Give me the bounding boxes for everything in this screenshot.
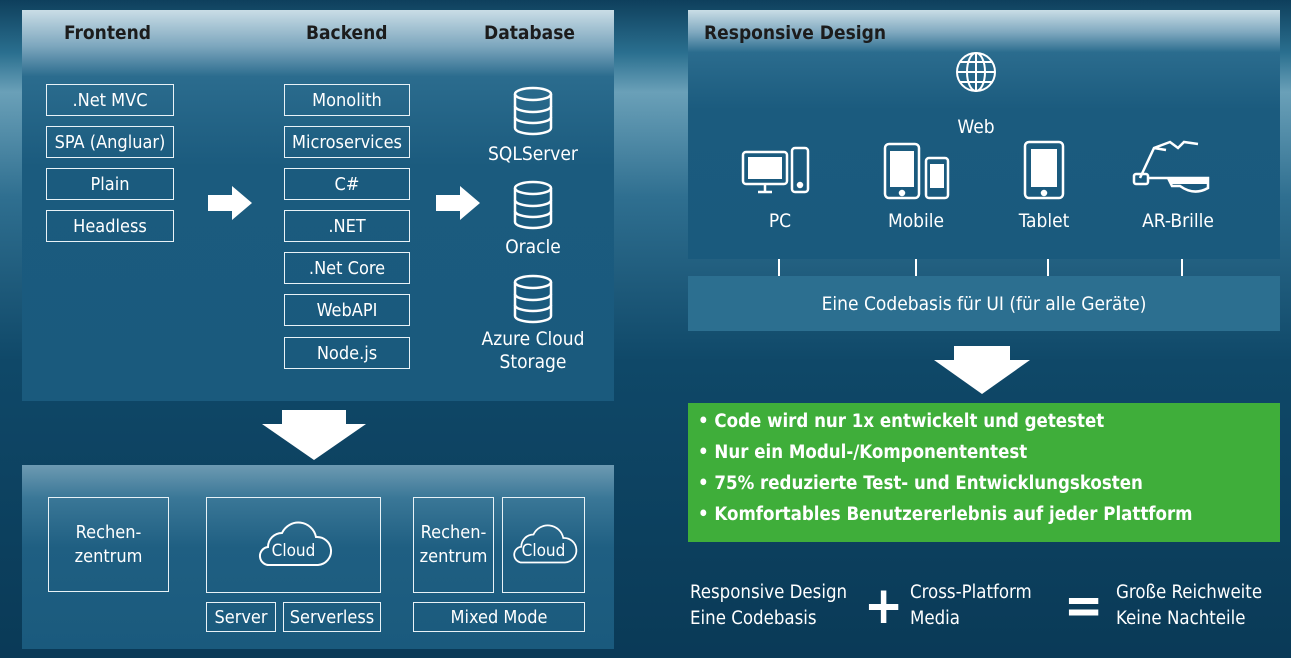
connector-line: [915, 259, 917, 276]
backend-item: .Net Core: [284, 252, 410, 284]
backend-item: WebAPI: [284, 294, 410, 326]
database-label: Azure Cloud: [481, 328, 585, 350]
mixed-mode-box: Mixed Mode: [413, 602, 585, 632]
equation-text: Media: [910, 608, 960, 629]
arrow-down-icon: [262, 410, 366, 460]
benefit-item: • Nur ein Modul-/Komponententest: [698, 442, 1028, 463]
backend-item: Monolith: [284, 84, 410, 116]
database-label: Oracle: [505, 236, 561, 258]
responsive-title: Responsive Design: [704, 22, 887, 44]
cloud-label: Cloud: [271, 541, 316, 561]
arrow-down-icon: [934, 346, 1030, 394]
backend-item: Node.js: [284, 337, 410, 369]
database-icon: [510, 86, 556, 136]
equation-text: Keine Nachteile: [1116, 608, 1246, 629]
database-label: SQLServer: [488, 143, 578, 165]
cloud-icon: Cloud: [509, 523, 579, 567]
backend-item: Microservices: [284, 126, 410, 158]
frontend-item: Plain: [46, 168, 174, 200]
responsive-panel: Responsive Design Web PC Mobile Tablet: [688, 10, 1280, 259]
connector-line: [1047, 259, 1049, 276]
device-label: Mobile: [887, 210, 945, 232]
ar-glasses-icon: [1132, 138, 1212, 198]
equation-result: Große Reichweite Keine Nachteile: [1116, 580, 1262, 632]
device-label: PC: [768, 210, 792, 232]
hosting-panel: Rechen- zentrum Cloud Server Serverless …: [22, 465, 614, 649]
arrow-right-icon: [436, 186, 480, 220]
database-icon: [510, 180, 556, 230]
cloud-label: Cloud: [521, 541, 566, 561]
pc-icon: [740, 146, 812, 200]
database-icon: [510, 274, 556, 324]
frontend-header: Frontend: [64, 22, 151, 44]
backend-item: .NET: [284, 210, 410, 242]
cloud-icon: Cloud: [254, 521, 334, 569]
datacenter-label: Rechen-: [75, 521, 142, 543]
benefit-item: • Code wird nur 1x entwickelt und getest…: [698, 411, 1105, 432]
mixed-cloud-box: Cloud: [502, 497, 585, 593]
datacenter-label: zentrum: [419, 546, 488, 567]
benefit-item: • 75% reduzierte Test- und Entwicklungsk…: [698, 473, 1143, 494]
equation-text: Responsive Design: [690, 582, 848, 603]
plus-sign: +: [864, 576, 904, 636]
frontend-item: Headless: [46, 210, 174, 242]
database-header: Database: [484, 22, 575, 44]
device-label: Tablet: [1018, 210, 1070, 232]
codebase-bar: Eine Codebasis für UI (für alle Geräte): [688, 276, 1280, 331]
equation-text: Große Reichweite: [1116, 582, 1263, 603]
datacenter-box: Rechen- zentrum: [48, 497, 169, 592]
datacenter-label: Rechen-: [420, 522, 487, 543]
benefits-box: • Code wird nur 1x entwickelt und getest…: [688, 403, 1280, 542]
backend-item: C#: [284, 168, 410, 200]
equation-term: Responsive Design Eine Codebasis: [690, 580, 847, 632]
cloud-box: Cloud: [206, 497, 381, 593]
database-label: Storage: [499, 351, 567, 373]
equation-text: Cross-Platform: [910, 582, 1032, 603]
serverless-box: Serverless: [283, 602, 381, 632]
globe-icon: [954, 50, 998, 94]
codebase-label: Eine Codebasis für UI (für alle Geräte): [821, 292, 1147, 315]
benefit-item: • Komfortables Benutzererlebnis auf jede…: [698, 504, 1193, 525]
server-box: Server: [206, 602, 276, 632]
backend-header: Backend: [306, 22, 388, 44]
frontend-item: .Net MVC: [46, 84, 174, 116]
device-label: AR-Brille: [1142, 210, 1214, 232]
equals-sign: =: [1064, 576, 1104, 636]
connector-line: [778, 259, 780, 276]
frontend-item: SPA (Angluar): [46, 126, 174, 158]
tablet-icon: [1022, 140, 1066, 200]
equation-term: Cross-Platform Media: [910, 580, 1032, 632]
equation-text: Eine Codebasis: [690, 608, 817, 629]
arrow-right-icon: [208, 186, 252, 220]
mobile-icon: [882, 142, 954, 200]
datacenter-label: zentrum: [74, 545, 143, 567]
connector-line: [1181, 259, 1183, 276]
web-label: Web: [957, 116, 995, 138]
mixed-datacenter-box: Rechen- zentrum: [413, 497, 494, 593]
architecture-panel: Frontend Backend Database .Net MVC SPA (…: [22, 10, 614, 401]
